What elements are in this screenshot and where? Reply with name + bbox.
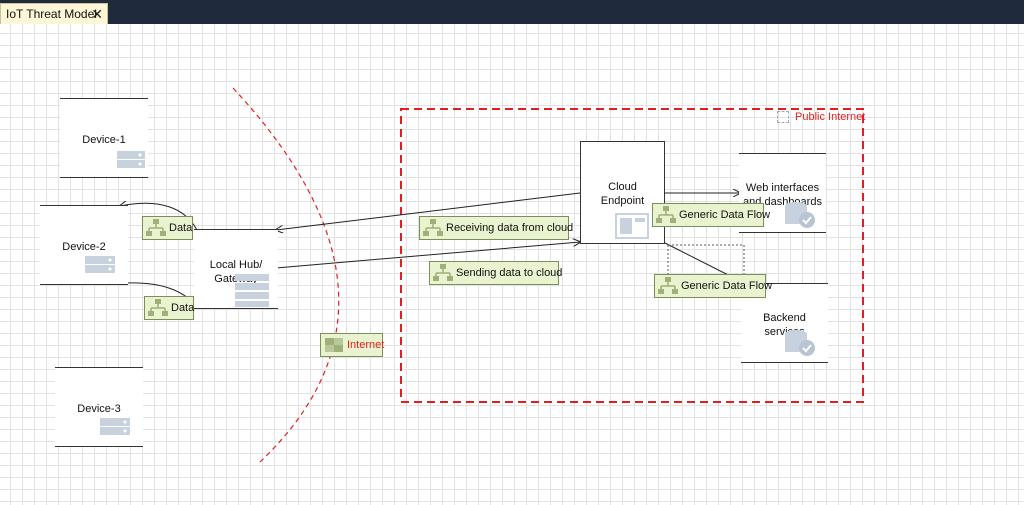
boundary-box-icon <box>777 111 789 123</box>
database-check-icon <box>785 330 815 356</box>
flow-generic-data-text-2: Generic Data Flow <box>681 280 773 292</box>
device-1-node[interactable]: Device-1 <box>60 98 148 178</box>
flow-generic-data-label-2[interactable]: Generic Data Flow <box>654 274 772 298</box>
network-flow-icon <box>148 299 168 316</box>
network-flow-icon <box>433 264 453 281</box>
network-flow-icon <box>658 277 678 294</box>
boundary-puzzle-icon <box>325 338 343 352</box>
network-flow-icon <box>423 219 443 236</box>
cloud-endpoint-label: Cloud Endpoint <box>600 181 645 207</box>
server-rack-icon <box>615 213 649 239</box>
web-interfaces-node[interactable]: Web interfaces and dashboards <box>739 153 826 233</box>
device-2-label: Device-2 <box>62 241 106 253</box>
server-rack-icon <box>235 274 269 307</box>
internet-boundary-text: Internet <box>347 339 385 351</box>
flow-generic-data-text-1: Generic Data Flow <box>679 209 771 221</box>
internet-boundary-label[interactable]: Internet <box>320 333 385 357</box>
server-rack-icon <box>85 256 115 273</box>
network-flow-icon <box>146 219 166 236</box>
server-rack-icon <box>100 418 130 435</box>
flow-receiving-data-text: Receiving data from cloud <box>446 222 574 234</box>
local-hub-gateway-node[interactable]: Local Hub/ Gateway <box>194 229 278 309</box>
device-3-node[interactable]: Device-3 <box>55 367 143 447</box>
cloud-endpoint-node[interactable]: Cloud Endpoint <box>580 141 665 244</box>
close-icon[interactable]: ✕ <box>91 6 103 22</box>
flow-sending-data-label[interactable]: Sending data to cloud <box>429 261 563 285</box>
title-bar <box>0 0 1024 24</box>
flow-data-label-1[interactable]: Data <box>142 216 193 240</box>
flow-generic-data-label-1[interactable]: Generic Data Flow <box>652 203 770 227</box>
web-interfaces-label: Web interfaces and dashboards <box>743 182 822 208</box>
public-internet-boundary-text: Public Internet <box>795 111 866 123</box>
flow-data-text-2: Data <box>171 302 195 314</box>
server-rack-icon <box>117 151 145 168</box>
flow-data-label-2[interactable]: Data <box>144 296 194 320</box>
tab-title: IoT Threat Model <box>6 7 97 21</box>
device-3-label: Device-3 <box>77 403 121 415</box>
network-flow-icon <box>656 206 676 223</box>
tab-iot-threat-model[interactable]: IoT Threat Model ✕ <box>0 3 108 24</box>
flow-data-text-1: Data <box>169 222 193 234</box>
flow-receiving-data-label[interactable]: Receiving data from cloud <box>419 216 573 240</box>
device-2-node[interactable]: Device-2 <box>40 205 128 285</box>
flow-sending-data-text: Sending data to cloud <box>456 267 563 279</box>
device-1-label: Device-1 <box>82 134 126 146</box>
public-internet-boundary-label[interactable]: Public Internet <box>777 111 865 123</box>
database-check-icon <box>785 202 815 228</box>
